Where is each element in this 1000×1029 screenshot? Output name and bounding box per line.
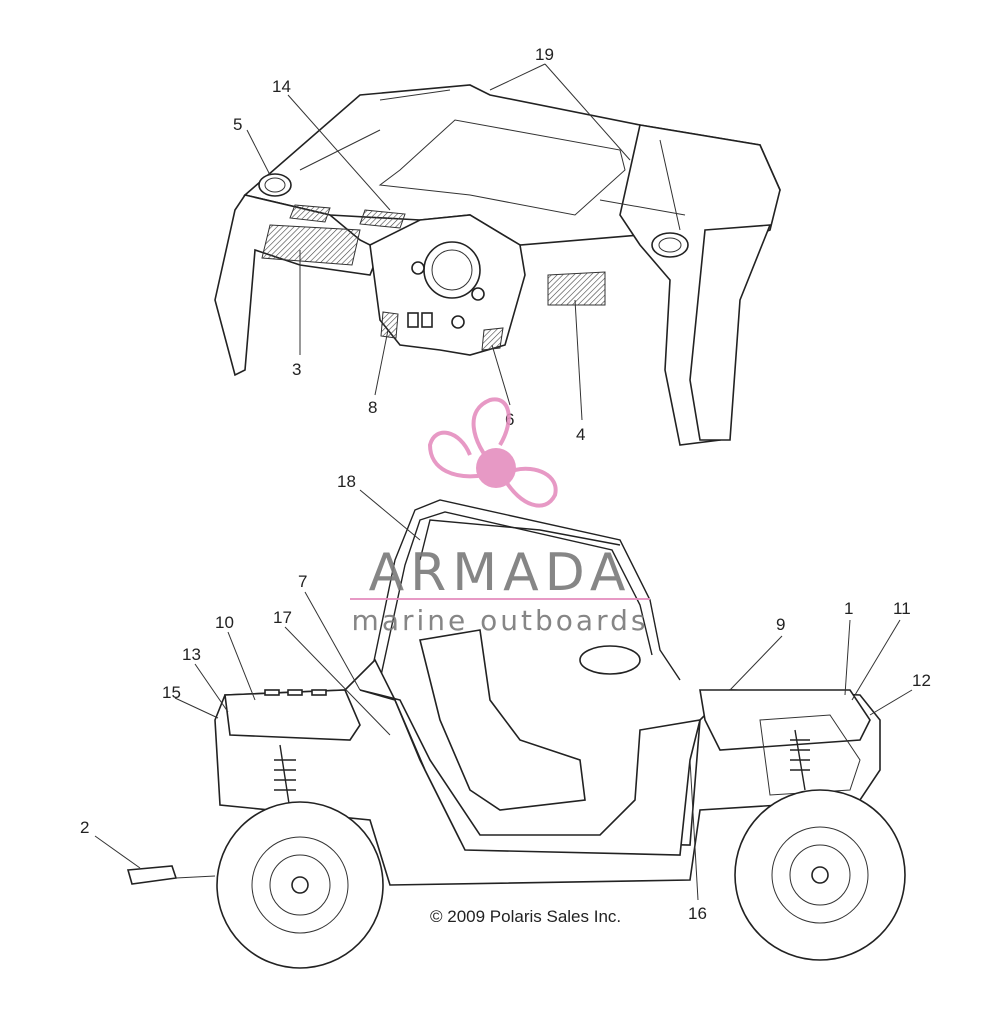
callout-2: 2: [80, 818, 89, 837]
watermark: ARMADA marine outboards: [350, 397, 650, 637]
callout-14: 14: [272, 77, 291, 96]
callout-12: 12: [912, 671, 931, 690]
callout-11: 11: [893, 599, 911, 618]
callout-17: 17: [273, 608, 292, 627]
watermark-brand: ARMADA: [369, 543, 632, 603]
watermark-tagline: marine outboards: [352, 604, 649, 637]
dashboard-assembly: [214, 84, 782, 446]
callout-5: 5: [233, 115, 242, 134]
callout-18: 18: [337, 472, 356, 491]
callout-labels: 19 14 5 3 8 6 4 18 7 17 10 13 15 9 1 11 …: [80, 45, 931, 923]
label-part-2: [126, 865, 216, 885]
callout-7: 7: [298, 572, 307, 591]
callout-8: 8: [368, 398, 377, 417]
leader-lines: [94, 63, 913, 901]
propeller-logo-icon: [427, 397, 558, 508]
callout-16: 16: [688, 904, 707, 923]
callout-13: 13: [182, 645, 201, 664]
callout-3: 3: [292, 360, 301, 379]
callout-10: 10: [215, 613, 234, 632]
callout-19: 19: [535, 45, 554, 64]
callout-15: 15: [162, 683, 181, 702]
callout-1: 1: [844, 599, 853, 618]
callout-9: 9: [776, 615, 785, 634]
callout-4: 4: [576, 425, 585, 444]
copyright-text: © 2009 Polaris Sales Inc.: [430, 907, 621, 926]
vehicle-assembly: [214, 499, 906, 969]
